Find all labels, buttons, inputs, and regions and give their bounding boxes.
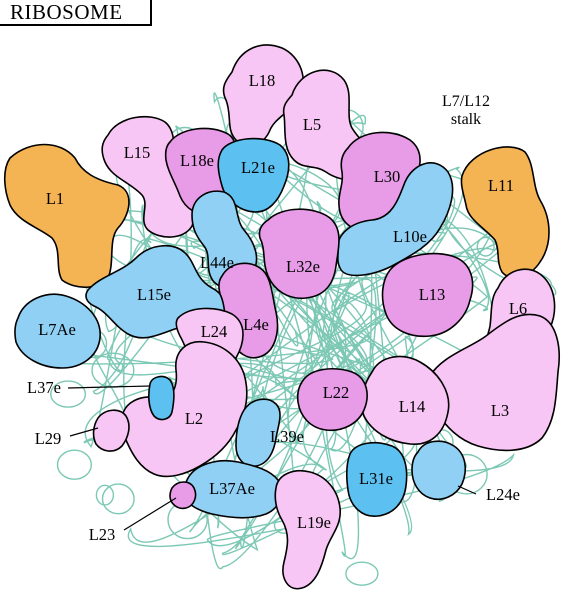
rrna-loop [101, 483, 135, 515]
label-L24e: L24e [486, 485, 520, 504]
label-L37e: L37e [27, 378, 61, 397]
rrna-loop [56, 449, 92, 480]
label-L24: L24 [201, 322, 228, 341]
label-L37Ae: L37Ae [209, 479, 255, 498]
protein-L22 [296, 368, 368, 432]
protein-L19e [274, 470, 341, 590]
label-L2: L2 [185, 409, 203, 428]
stalk-label-line1: L7/L12 [442, 93, 490, 110]
protein-labels: L1 L11 L15 L18 L5 L18e L21e L30 L10e L44… [27, 71, 527, 544]
label-L6: L6 [509, 299, 527, 318]
protein-L18 [222, 44, 304, 146]
label-L23: L23 [89, 525, 116, 544]
label-L4e: L4e [243, 315, 269, 334]
protein-L10e [336, 162, 454, 277]
label-L15e: L15e [137, 285, 171, 304]
label-L5: L5 [303, 115, 321, 134]
label-L14: L14 [399, 397, 426, 416]
label-L19e: L19e [297, 513, 331, 532]
protein-L13 [381, 252, 474, 338]
leader-line-L37e [67, 385, 151, 389]
label-L13: L13 [419, 285, 446, 304]
rrna-loop [476, 236, 495, 257]
label-L18e: L18e [180, 151, 214, 170]
stalk-label-line2: stalk [451, 111, 481, 128]
label-L3: L3 [491, 401, 509, 420]
rrna-loop [345, 561, 379, 586]
label-L32e: L32e [286, 257, 320, 276]
leader-line-L23 [123, 497, 177, 531]
diagram-title: RIBOSOME [10, 0, 123, 24]
protein-L3 [426, 313, 560, 452]
protein-L23 [169, 481, 197, 510]
rrna-loop [50, 380, 87, 408]
protein-L29 [92, 409, 130, 452]
protein-L7Ae [14, 293, 101, 369]
protein-L37e [148, 375, 175, 421]
leader-line-L24e [457, 485, 477, 495]
label-L30: L30 [374, 167, 401, 186]
leader-lines [67, 385, 477, 531]
label-L7Ae: L7Ae [38, 320, 76, 339]
protein-L39e [235, 398, 281, 468]
leader-line-L29 [69, 427, 99, 437]
label-L31e: L31e [359, 469, 393, 488]
label-L29: L29 [35, 429, 62, 448]
protein-L32e [258, 208, 340, 300]
label-L39e: L39e [270, 427, 304, 446]
protein-L21e [217, 137, 290, 213]
label-L15: L15 [124, 143, 151, 162]
protein-L24e [411, 440, 467, 500]
label-L11: L11 [488, 176, 514, 195]
label-L44e: L44e [200, 253, 234, 272]
label-L21e: L21e [241, 158, 275, 177]
label-L10e: L10e [393, 227, 427, 246]
label-L18: L18 [249, 71, 276, 90]
title-box: RIBOSOME [0, 0, 152, 26]
label-L22: L22 [323, 383, 350, 402]
stalk-label: L7/L12 stalk [442, 93, 490, 128]
protein-L31e [345, 441, 408, 517]
rrna-loop [95, 484, 115, 506]
label-L1: L1 [46, 189, 64, 208]
